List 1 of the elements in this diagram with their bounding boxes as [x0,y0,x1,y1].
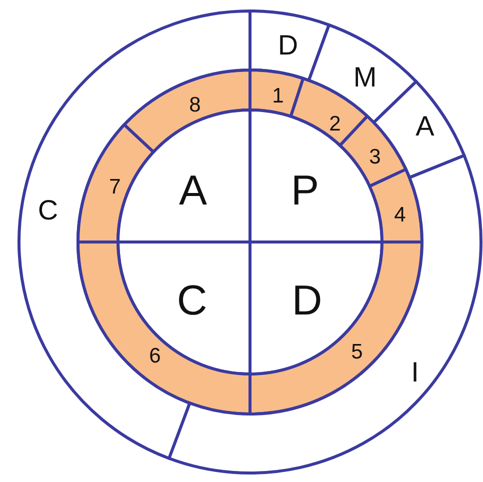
ring-segment: 7 [76,123,155,244]
